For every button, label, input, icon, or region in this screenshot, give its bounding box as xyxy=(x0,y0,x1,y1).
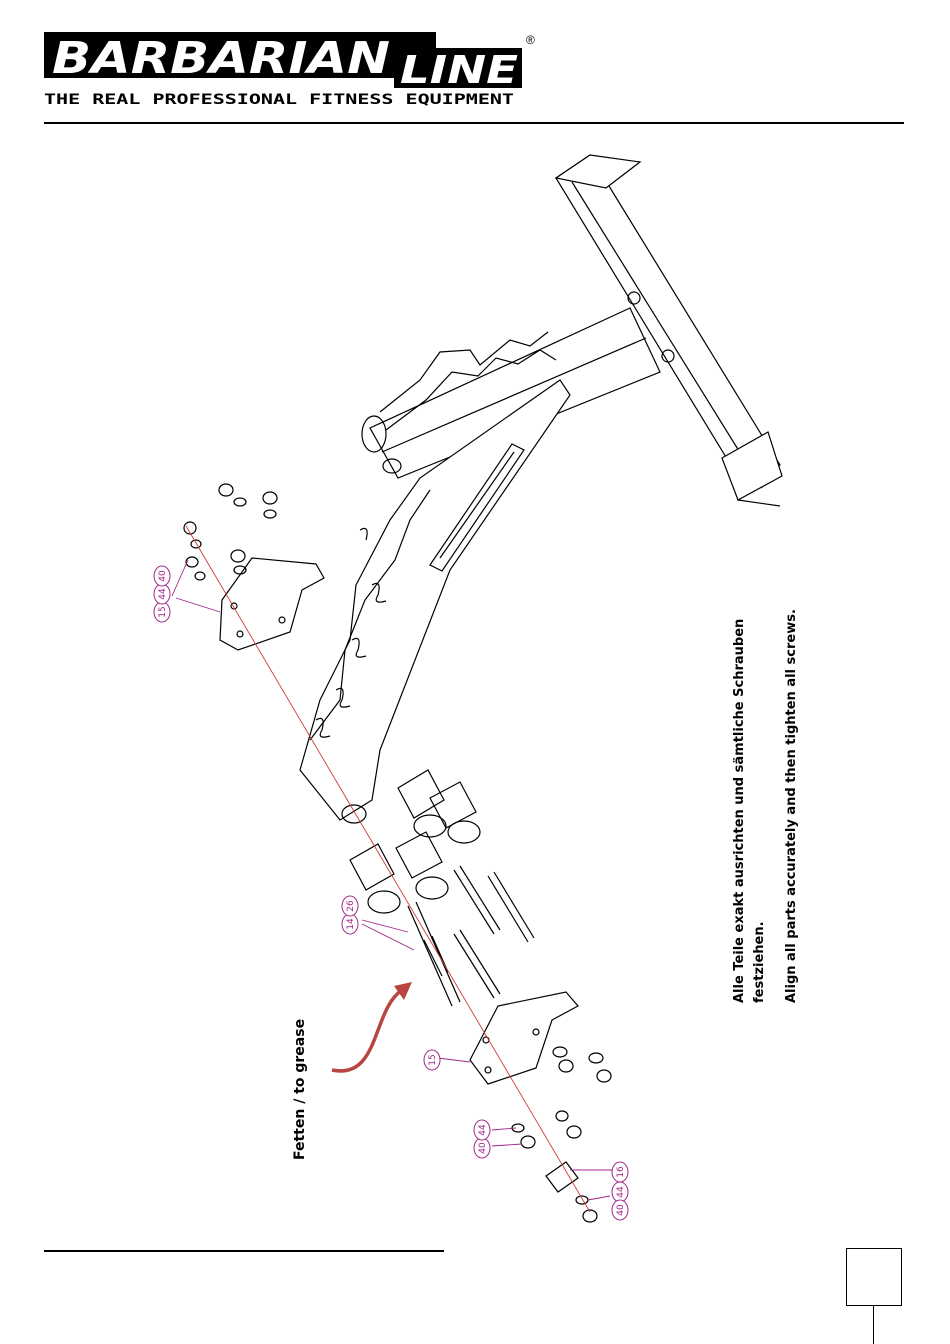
callout-15-lower: 15 xyxy=(428,1054,438,1065)
roller-axles xyxy=(408,866,534,1006)
callout-14: 14 xyxy=(346,918,356,930)
callout-44-top: 44 xyxy=(158,588,168,600)
grease-label: Fetten / to grease xyxy=(292,1019,308,1160)
grease-arrow xyxy=(332,982,412,1071)
callout-44-mid: 44 xyxy=(478,1124,488,1136)
callout-16: 16 xyxy=(616,1166,626,1178)
callout-15-top: 15 xyxy=(158,606,168,617)
callout-40-mid: 40 xyxy=(478,1142,488,1154)
callout-40-bottom: 40 xyxy=(616,1204,626,1216)
page-number-box xyxy=(846,1248,902,1306)
callout-40-top: 40 xyxy=(158,570,168,582)
callout-44-bottom: 44 xyxy=(616,1186,626,1198)
page-box-tick xyxy=(873,1305,874,1344)
instruction-german-line-2: festziehen. xyxy=(752,921,767,1003)
instruction-english: Align all parts accurately and then tigh… xyxy=(784,609,799,1003)
instruction-german-line-1: Alle Teile exakt ausrichten und sämtlich… xyxy=(732,619,747,1003)
lower-nuts xyxy=(512,1047,611,1222)
upper-bracket xyxy=(220,558,324,650)
callout-26: 26 xyxy=(346,900,356,912)
footer-rule xyxy=(44,1250,444,1252)
